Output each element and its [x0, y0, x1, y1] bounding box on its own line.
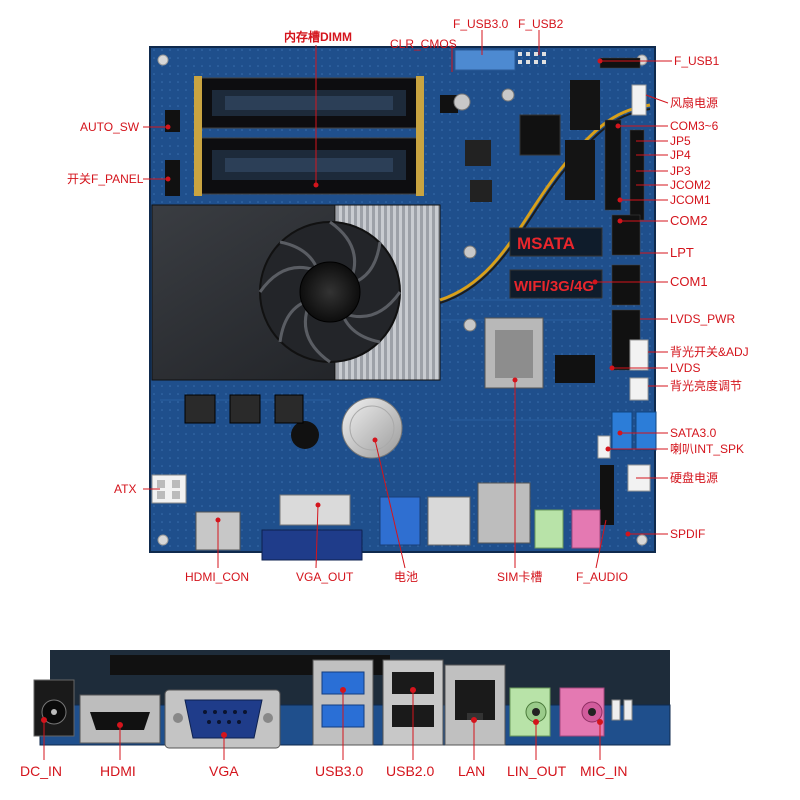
cmos-battery	[341, 397, 403, 459]
sata-port	[611, 411, 633, 451]
cpu-heatsink	[151, 204, 441, 381]
label-jp3: JP3	[670, 164, 691, 178]
label-hdd-power: 硬盘电源	[670, 471, 719, 485]
callout-leaders	[143, 30, 672, 569]
sata-port	[635, 411, 657, 451]
label-hdmi-con: HDMI_CON	[185, 570, 250, 584]
label-f-audio: F_AUDIO	[576, 570, 629, 584]
label-jcom2: JCOM2	[670, 178, 711, 192]
label-lan: LAN	[458, 763, 486, 779]
label-int-spk: 喇叭INT_SPK	[670, 442, 745, 456]
label-lpt: LPT	[670, 245, 694, 260]
label-sata30: SATA3.0	[670, 426, 717, 440]
msata-silkscreen: MSATA	[517, 234, 575, 253]
rear-io-panel	[33, 650, 671, 749]
label-auto-sw: AUTO_SW	[80, 120, 140, 134]
label-lvds: LVDS	[670, 361, 701, 375]
label-hdmi: HDMI	[100, 763, 136, 779]
components-right	[440, 80, 600, 383]
label-usb20: USB2.0	[386, 763, 435, 779]
f-usb30-header	[454, 49, 516, 71]
label-jp4: JP4	[670, 148, 691, 162]
label-vga-out: VGA_OUT	[296, 570, 354, 584]
buzzer	[291, 421, 319, 449]
label-com2: COM2	[670, 213, 708, 228]
mounting-hole	[157, 534, 169, 546]
mounting-hole	[636, 534, 648, 546]
label-usb30: USB3.0	[315, 763, 364, 779]
dimm-slots	[194, 76, 424, 196]
label-com1: COM1	[670, 274, 708, 289]
label-f-usb30: F_USB3.0	[453, 17, 509, 31]
label-dimm: 内存槽DIMM	[284, 30, 352, 44]
mounting-hole	[157, 54, 169, 66]
bottom-leaders	[41, 687, 603, 760]
label-sim-slot: SIM卡槽	[497, 570, 543, 584]
vga-port-top	[261, 529, 363, 561]
label-fan-power: 风扇电源	[670, 96, 719, 110]
usb30-port-top	[379, 496, 421, 546]
label-battery: 电池	[394, 570, 419, 584]
wifi-silkscreen: WIFI/3G/4G	[514, 278, 594, 295]
label-atx: ATX	[114, 482, 137, 496]
label-jcom1: JCOM1	[670, 193, 711, 207]
msata-slot: MSATA	[509, 227, 603, 257]
wifi-slot: WIFI/3G/4G	[509, 269, 603, 299]
label-backlight-switch-adj: 背光开关&ADJ	[670, 345, 749, 359]
label-lvds-pwr: LVDS_PWR	[670, 312, 736, 326]
lan-port-top	[477, 482, 531, 544]
label-jp5: JP5	[670, 134, 691, 148]
label-lin-out: LIN_OUT	[507, 763, 567, 779]
label-spdif: SPDIF	[670, 527, 706, 541]
label-com3-6: COM3~6	[670, 119, 719, 133]
label-backlight-brightness: 背光亮度调节	[670, 379, 743, 393]
label-mic-in: MIC_IN	[580, 763, 628, 779]
label-f-usb1: F_USB1	[674, 54, 720, 68]
usb20-port-top	[427, 496, 471, 546]
label-f-panel: 开关F_PANEL	[67, 172, 144, 186]
lineout-jack-top	[534, 509, 564, 549]
label-dc-in: DC_IN	[20, 763, 63, 779]
mainboard: MSATA WIFI/3G/4G	[149, 46, 657, 561]
label-vga: VGA	[209, 763, 239, 779]
mic-jack-top	[571, 509, 601, 549]
label-clr-cmos: CLR_CMOS	[390, 37, 457, 51]
label-f-usb2: F_USB2	[518, 17, 564, 31]
